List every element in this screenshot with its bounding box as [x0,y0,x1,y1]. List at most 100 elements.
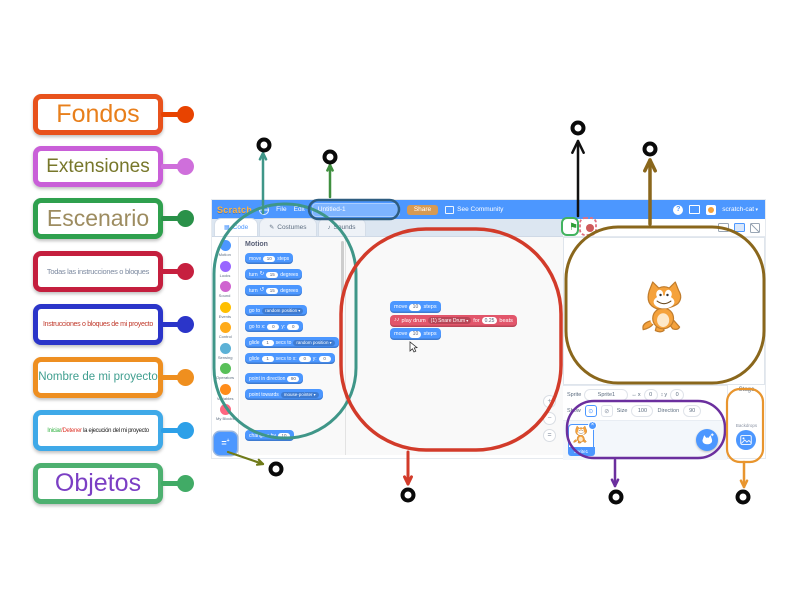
number-input[interactable]: 15 [266,287,279,294]
hide-sprite-button[interactable]: ⊘ [600,405,613,417]
stop-button[interactable] [585,223,594,232]
brush-icon: ✎ [269,224,275,231]
backdrops-target[interactable] [735,489,751,505]
zoom-in-button[interactable]: + [543,395,556,408]
number-input[interactable]: 90 [287,375,300,382]
dropdown[interactable]: mouse-pointer [280,391,319,398]
number-input[interactable]: 10 [409,303,422,311]
delete-sprite-button[interactable]: × [588,421,597,430]
label-card-nombre-de-mi-proyecto[interactable]: Nombre de mi proyecto [33,357,163,398]
label-card-iniciar-detener[interactable]: Iniciar/Detener la ejecución del mi proy… [33,410,163,451]
category-operators[interactable]: Operators [212,363,238,380]
sprite-thumbnail[interactable]: × Sprite1 [567,421,597,456]
number-input[interactable]: 0 [298,355,311,362]
run-stop-target[interactable] [570,120,586,136]
direction-label: Direction [657,408,680,414]
label-card-fondos[interactable]: Fondos [33,94,163,135]
number-input[interactable]: 10 [277,432,290,439]
fullscreen-button[interactable] [750,222,760,233]
zoom-reset-button[interactable]: = [543,429,556,442]
code-target[interactable] [400,487,416,503]
number-input[interactable]: 10 [263,255,276,262]
label-card-extensiones[interactable]: Extensiones [33,146,163,187]
category-control[interactable]: Control [212,322,238,339]
tab-sounds[interactable]: ♪Sounds [317,218,366,236]
label-card-instrucciones-de-mi-proyecto[interactable]: Instrucciones o bloques de mi proyecto [33,304,163,345]
number-input[interactable]: 10 [409,330,422,338]
dropdown[interactable]: random position [293,339,335,346]
label-text-todas-las-instrucciones: Todas las instrucciones o bloques [46,266,150,276]
show-sprite-button[interactable]: ⊙ [584,405,597,417]
category-events[interactable]: Events [212,301,238,319]
sprite-name-input[interactable]: Sprite1 [584,389,629,401]
sprite-target[interactable] [608,489,624,505]
large-stage-button[interactable] [734,223,745,232]
number-input[interactable]: 0 [318,355,331,362]
language-globe-icon[interactable] [259,204,270,215]
palette-target[interactable] [256,137,272,153]
x-input[interactable]: 0 [643,389,658,401]
green-flag-button[interactable]: ⚑ [569,221,578,233]
stage[interactable] [563,237,765,385]
stage-target[interactable] [642,141,658,157]
size-input[interactable]: 100 [631,405,654,417]
number-input[interactable]: 0 [287,323,300,330]
category-my-blocks[interactable]: My Blocks [212,404,238,421]
category-motion[interactable]: Motion [212,240,238,257]
folder-icon[interactable] [689,205,701,214]
category-sensing[interactable]: Sensing [212,342,238,360]
number-input[interactable]: 0 [267,323,280,330]
dropdown[interactable]: random position [262,307,304,314]
number-input[interactable]: 15 [266,271,279,278]
account-menu[interactable]: scratch-cat [722,206,758,213]
extensions-target[interactable] [268,461,284,477]
add-sprite-button[interactable] [696,429,718,451]
project-name-input[interactable]: Untitled-1 [311,202,400,217]
dropdown[interactable]: (1) Snare Drum [427,317,472,324]
label-card-escenario[interactable]: Escenario [33,198,163,239]
y-arrow-icon: ↕ [660,392,664,398]
category-variables[interactable]: Variables [212,383,238,401]
help-button[interactable]: ? [673,204,684,215]
project-name-target[interactable] [322,149,338,165]
add-backdrop-button[interactable] [736,430,756,450]
category-sound[interactable]: Sound [212,281,238,298]
direction-input[interactable]: 90 [683,405,702,417]
tab-costumes[interactable]: ✎Costumes [259,218,317,236]
tab-code[interactable]: ▦Code [214,218,259,236]
number-input[interactable]: 0.25 [481,317,498,324]
zoom-out-button[interactable]: − [543,412,556,425]
number-input[interactable]: 1 [261,339,274,346]
number-input[interactable]: 1 [261,355,274,362]
label-text-instrucciones-de-mi-proyecto: Instrucciones o bloques de mi proyecto [43,321,153,328]
label-card-todas-las-instrucciones[interactable]: Todas las instrucciones o bloques [33,251,163,292]
y-input[interactable]: 0 [670,389,685,401]
project-name-arrow-head [326,163,334,172]
palette-scrollbar[interactable] [341,241,344,299]
share-button[interactable]: Share [406,204,439,215]
category-looks[interactable]: Looks [212,260,238,278]
add-extension-button[interactable] [214,432,237,455]
label-card-objetos[interactable]: Objetos [33,463,163,504]
menu-file[interactable]: File [276,206,287,213]
see-community-button[interactable]: See Community [445,205,503,214]
small-stage-button[interactable] [718,223,729,232]
sprite-cat[interactable] [638,280,690,341]
avatar[interactable] [706,204,717,215]
menu-edit[interactable]: Edit [293,206,305,213]
